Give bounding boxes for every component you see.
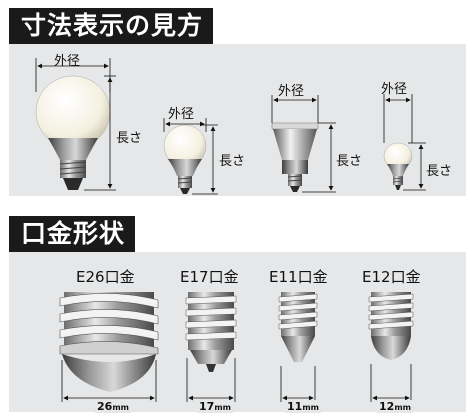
e17-label: E17口金 — [180, 268, 239, 286]
e26-label: E26口金 — [76, 268, 135, 286]
e26-size-unit: mm — [112, 403, 129, 412]
e17-size-unit: mm — [214, 403, 231, 412]
e26-size-value: 26 — [97, 400, 113, 413]
e11-label: E11口金 — [269, 268, 328, 286]
base-section-title: 口金形状 — [9, 216, 136, 252]
e11-base — [278, 292, 318, 402]
bulb-reflector — [271, 95, 336, 193]
e11-size: 11mm — [285, 400, 321, 413]
bulb4-width-label: 外径 — [381, 82, 408, 97]
e17-base — [185, 292, 237, 402]
e12-size: 12mm — [377, 400, 413, 413]
e11-size-unit: mm — [302, 403, 319, 412]
e12-label: E12口金 — [362, 268, 421, 286]
bulb2-width-label: 外径 — [168, 107, 195, 122]
bulb2-length-label: 長さ — [219, 154, 246, 169]
e11-size-value: 11 — [287, 400, 303, 413]
bulb3-length-label: 長さ — [336, 154, 363, 169]
dimension-section-title: 寸法表示の見方 — [9, 8, 214, 44]
e12-size-unit: mm — [394, 403, 411, 412]
bulb-a-type — [35, 58, 116, 191]
bulb-tiny — [383, 94, 426, 191]
bulb3-width-label: 外径 — [278, 84, 305, 99]
bulb-mini — [163, 118, 218, 195]
e12-size-value: 12 — [379, 400, 395, 413]
e17-size: 17mm — [197, 400, 233, 413]
e17-size-value: 17 — [199, 400, 215, 413]
bulb4-length-label: 長さ — [426, 164, 453, 179]
e26-base — [59, 292, 159, 402]
e12-base — [368, 292, 414, 402]
bulb1-width-label: 外径 — [54, 54, 81, 69]
bulb1-length-label: 長さ — [116, 131, 143, 146]
e26-size: 26mm — [95, 400, 131, 413]
